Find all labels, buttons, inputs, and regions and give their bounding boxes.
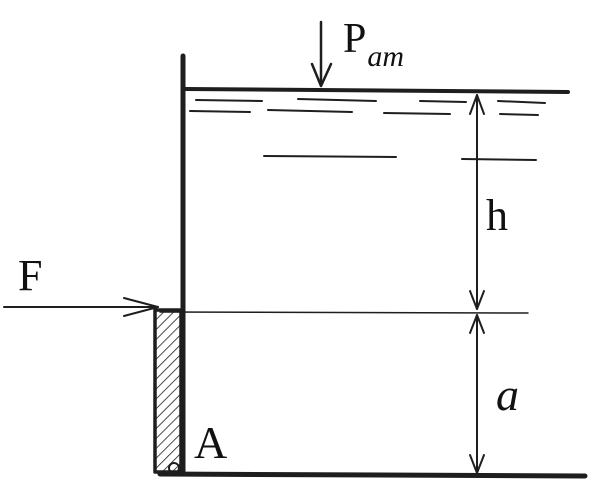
force-f-label: F xyxy=(18,251,43,300)
pressure-symbol: P xyxy=(343,16,367,62)
depth-h-label: h xyxy=(486,191,508,240)
dimension-h xyxy=(469,94,485,310)
point-a-label: A xyxy=(194,417,228,468)
gate-panel xyxy=(153,308,183,474)
height-a-label: a xyxy=(496,369,519,420)
water-ripples xyxy=(189,98,546,161)
force-arrow xyxy=(3,297,159,317)
pressure-arrow xyxy=(310,20,333,88)
bottom-floor xyxy=(157,471,588,479)
atmospheric-pressure-label: Pam xyxy=(343,16,404,72)
pressure-subscript: am xyxy=(367,40,405,73)
water-surface xyxy=(184,87,570,94)
dimension-a xyxy=(469,314,485,474)
hinge-point-a xyxy=(168,462,180,474)
gate-level-line xyxy=(159,311,529,314)
